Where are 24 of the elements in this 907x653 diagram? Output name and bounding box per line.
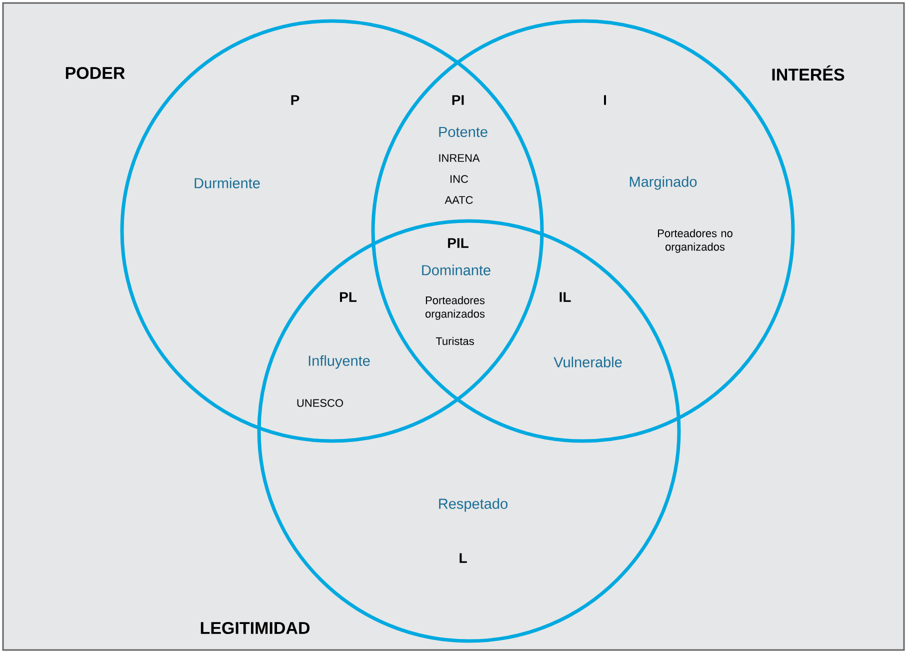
region-letter: IL [560,292,571,302]
region-name: Vulnerable [554,356,622,368]
region-letter: PL [340,292,357,302]
region-name: Durmiente [194,178,260,188]
region-letter: PI [452,95,464,105]
stakeholder-text: INC [450,175,468,183]
region-letter: I [604,95,606,105]
stakeholder-text: INRENA [439,154,480,162]
region-name: Respetado [439,498,508,512]
stakeholder-text: Porteadores no organizados [658,229,732,253]
circle-title: INTERÉS [772,65,844,81]
region-name: Influyente [308,355,370,369]
stakeholder-text: AATC [444,196,473,204]
circle-title: LEGITIMIDAD [200,622,310,634]
region-name: Marginado [630,176,697,190]
stakeholder-text: Porteadores organizados [426,296,485,320]
region-name: Potente [439,126,488,138]
circle-title: PODER [66,66,125,80]
region-letter: L [460,553,467,563]
stakeholder-text: UNESCO [297,399,343,407]
region-name: Dominante [422,264,490,276]
stakeholder-text: Turistas [436,336,474,346]
region-letter: P [291,95,300,105]
region-letter: PIL [448,238,468,248]
